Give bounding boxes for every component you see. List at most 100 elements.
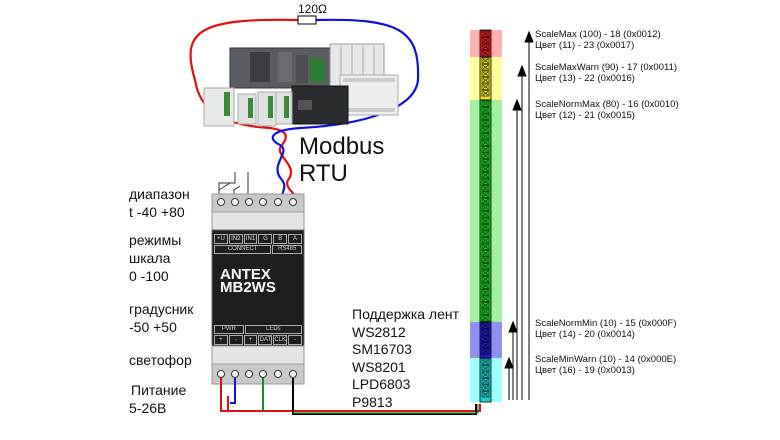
led-pixel	[481, 256, 490, 263]
bottom-pin-label: DAT	[258, 335, 273, 345]
led-pixel	[481, 224, 490, 231]
register-scale-norm-min: ScaleNormMin (10) - 15 (0x000F) Цвет (14…	[535, 318, 677, 340]
led-pixel-mark	[482, 44, 489, 49]
led-pixel	[481, 120, 490, 127]
led-pixel-mark	[482, 147, 489, 152]
led-pixel	[481, 243, 490, 250]
led-pixel-mark	[482, 231, 489, 236]
register-scale-max-color: Цвет (11) - 23 (0x0017)	[535, 40, 635, 51]
led-pixel-mark	[482, 270, 489, 275]
led-pixel-mark	[482, 251, 489, 256]
led-pixel	[481, 378, 490, 385]
led-pixel	[481, 269, 490, 276]
strip-support-list: Поддержка лент WS2812 SM16703 WS8201 LPD…	[352, 306, 459, 411]
led-pixel-mark	[482, 330, 489, 335]
power-voltage: 5-26В	[129, 400, 167, 416]
led-pixel	[481, 133, 490, 140]
led-pixel	[481, 329, 490, 336]
led-pixel	[481, 198, 490, 205]
led-pixel	[481, 211, 490, 218]
led-pixel	[481, 302, 490, 309]
led-pixel-mark	[482, 379, 489, 384]
register-scale-max-warn: ScaleMaxWarn (90) - 17 (0x0011) Цвет (13…	[535, 62, 677, 84]
resistor-label: 120Ω	[298, 2, 327, 16]
led-pixel	[481, 289, 490, 296]
led-pixel	[481, 217, 490, 224]
led-pixel-mark	[482, 212, 489, 217]
bottom-pin-label: +	[214, 335, 228, 345]
led-pixel-mark	[482, 186, 489, 191]
led-pixel	[481, 322, 490, 329]
led-pixel	[481, 57, 490, 64]
antex-mb2ws-device	[211, 193, 305, 385]
led-pixel	[481, 315, 490, 322]
led-pixel-mark	[482, 84, 489, 89]
led-pixel	[481, 371, 490, 378]
threshold-arrows	[504, 30, 534, 400]
led-pixel-mark	[482, 38, 489, 43]
led-pixel	[481, 83, 490, 90]
led-pixel	[481, 282, 490, 289]
top-terminals	[217, 198, 297, 206]
led-pixel-mark	[482, 134, 489, 139]
led-pixel-mark	[482, 316, 489, 321]
led-ground-wire	[292, 378, 477, 415]
led-pixel-mark	[482, 366, 489, 371]
rs485-group-label: RS485	[272, 245, 302, 254]
led-pixel	[481, 204, 490, 211]
led-pixel	[481, 230, 490, 237]
led-pixel-mark	[482, 336, 489, 341]
power-plus-wire	[220, 378, 293, 412]
led-pixel-mark	[482, 309, 489, 314]
register-scale-min-warn-value: ScaleMinWarn (10) - 14 (0x000E)	[535, 354, 677, 365]
led-pixel	[481, 77, 490, 84]
top-pin-label: A	[288, 234, 302, 244]
led-pixel	[481, 237, 490, 244]
top-pin-label: G	[258, 234, 273, 244]
register-scale-norm-min-color: Цвет (14) - 20 (0x0014)	[535, 329, 635, 340]
led-data-wire-run	[293, 404, 479, 414]
led-pixel	[481, 263, 490, 270]
termination-resistor	[297, 15, 317, 25]
led-pixel-mark	[482, 173, 489, 178]
led-pixel	[481, 250, 490, 257]
mode-thermometer-title: градусник	[129, 301, 194, 317]
led-pixel-mark	[482, 65, 489, 70]
led-pixel	[481, 146, 490, 153]
bottom-pin-label: -	[288, 335, 302, 345]
plc-equipment-image	[203, 43, 399, 127]
rs485-wire-a	[189, 18, 299, 201]
register-scale-norm-max-color: Цвет (12) - 21 (0x0015)	[535, 110, 635, 121]
register-scale-max-value: ScaleMax (100) - 18 (0x0012)	[535, 29, 661, 40]
led-pixel	[481, 90, 490, 97]
led-pixel	[481, 107, 490, 114]
mode-scale-title: режимы	[129, 232, 182, 248]
modbus-label: Modbus	[299, 133, 385, 160]
led-pixel-mark	[482, 385, 489, 390]
led-pixel-mark	[482, 225, 489, 230]
pwr-group-label: PWR	[214, 325, 244, 334]
led-zone-minwarn	[479, 357, 492, 403]
mode-scale-value: 0 -100	[129, 268, 169, 284]
register-scale-max-warn-color: Цвет (13) - 22 (0x0016)	[535, 73, 635, 84]
mode-thermometer-value: -50 +50	[129, 319, 177, 335]
led-pixel	[481, 365, 490, 372]
led-pixel-mark	[482, 58, 489, 63]
strip-model: WS2812	[352, 323, 406, 340]
led-pixel-mark	[482, 290, 489, 295]
led-pixel	[481, 335, 490, 342]
strip-model: SM16703	[352, 341, 412, 357]
mode-range-title: диапазон	[129, 186, 190, 202]
top-pin-label: IN1	[243, 234, 258, 244]
led-pixel	[481, 191, 490, 198]
led-pixel	[481, 43, 490, 50]
led-pixel	[481, 126, 490, 133]
rs485-wire-b	[271, 18, 420, 201]
led-pixel	[481, 178, 490, 185]
connect-group-label: CONNECT	[214, 245, 272, 254]
led-pixel-mark	[482, 277, 489, 282]
mode-scale-subtitle: шкала	[129, 250, 171, 266]
